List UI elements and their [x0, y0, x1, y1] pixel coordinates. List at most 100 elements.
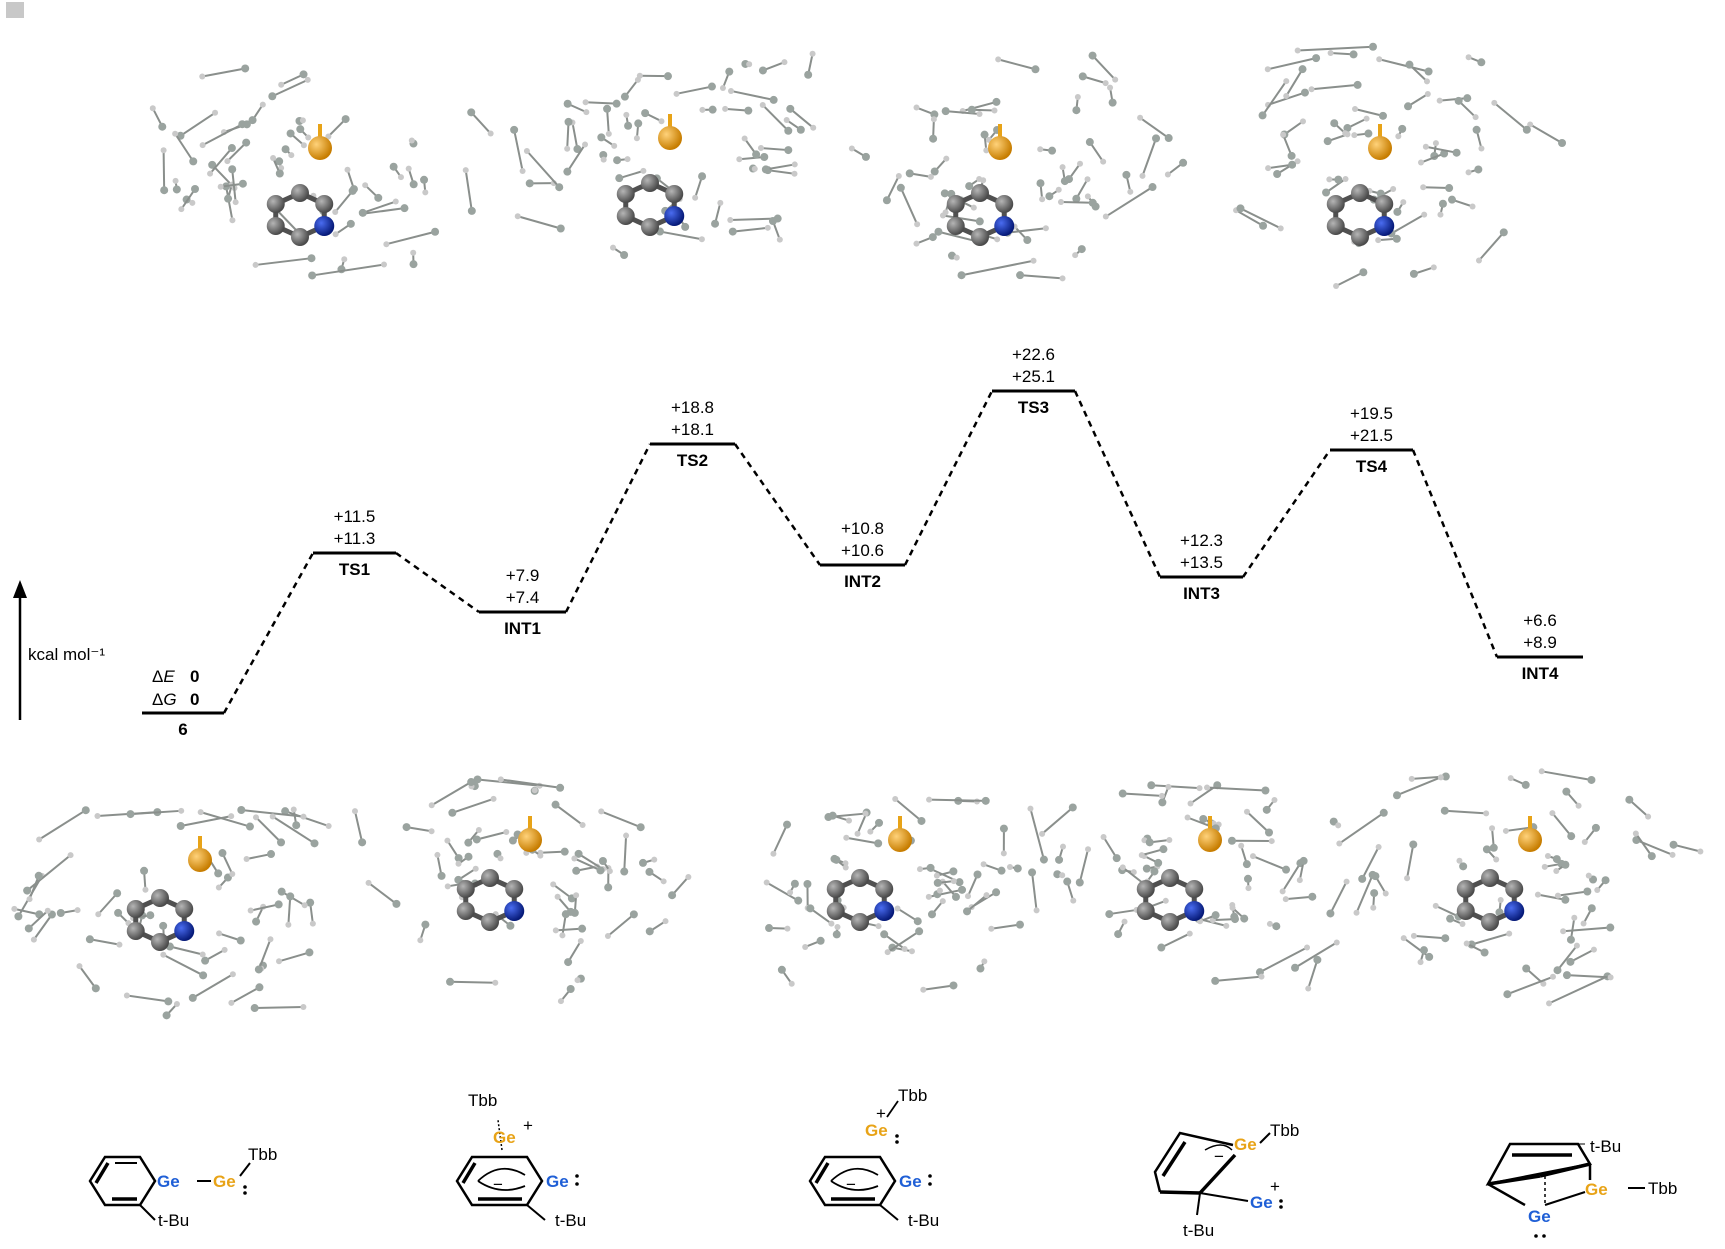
atom-carbon	[1262, 805, 1271, 814]
atom-hydrogen	[1158, 792, 1165, 799]
atom-hydrogen	[216, 930, 223, 937]
atom-hydrogen	[1469, 203, 1476, 210]
atom-carbon	[641, 174, 659, 192]
bond	[1261, 80, 1288, 116]
bond	[255, 257, 312, 266]
atom-carbon	[597, 133, 606, 142]
atom-carbon	[307, 254, 316, 263]
atom-hydrogen	[1465, 169, 1472, 176]
atom-hydrogen	[217, 183, 224, 190]
bond	[1102, 836, 1118, 859]
atom-carbon	[151, 933, 169, 951]
bond	[1246, 811, 1270, 834]
atom-hydrogen	[781, 59, 788, 66]
atom-carbon	[308, 271, 317, 280]
atom-hydrogen	[30, 936, 37, 943]
bond	[618, 169, 644, 180]
atom-hydrogen	[1336, 840, 1343, 847]
atom-hydrogen	[892, 795, 899, 802]
atom-carbon	[949, 981, 958, 990]
atom-carbon	[556, 783, 565, 792]
atom-hydrogen	[428, 802, 435, 809]
bond	[327, 118, 347, 138]
bond	[1635, 832, 1653, 857]
atom-hydrogen	[74, 907, 81, 914]
atom-hydrogen	[95, 911, 102, 918]
molecule-structure	[1039, 781, 1350, 992]
atom-carbon	[1606, 923, 1615, 932]
ge-label: Ge	[899, 1172, 922, 1191]
atom-carbon	[564, 958, 573, 967]
atom-hydrogen	[1279, 888, 1286, 895]
atom-hydrogen	[1102, 80, 1109, 87]
atom-hydrogen	[1059, 275, 1066, 282]
atom-hydrogen	[895, 172, 902, 179]
atom-hydrogen	[1581, 839, 1588, 846]
atom-germanium	[308, 136, 332, 160]
atom-carbon	[1409, 269, 1418, 278]
atom-carbon	[126, 922, 145, 940]
atom-hydrogen	[964, 893, 971, 900]
atom-hydrogen	[285, 921, 292, 928]
atom-carbon	[250, 1004, 259, 1013]
atom-hydrogen	[1370, 904, 1377, 911]
atom-hydrogen	[301, 902, 308, 909]
atom-hydrogen	[1033, 907, 1040, 914]
bond	[28, 910, 49, 930]
atom-carbon	[1013, 864, 1022, 873]
atom-hydrogen	[247, 907, 254, 914]
atom-carbon	[277, 838, 286, 847]
atom-hydrogen	[1507, 775, 1514, 782]
atom-carbon	[1028, 868, 1037, 877]
atom-carbon	[963, 907, 972, 916]
species-label-INT4: INT4	[1522, 664, 1559, 683]
atom-hydrogen	[552, 927, 559, 934]
atom-hydrogen	[1042, 225, 1049, 232]
atom-hydrogen	[557, 998, 564, 1005]
atom-hydrogen	[699, 106, 706, 113]
atom-carbon	[1481, 869, 1499, 887]
atom-carbon	[934, 227, 943, 236]
tbb-label: Tbb	[248, 1145, 277, 1164]
atom-carbon	[971, 184, 989, 202]
bond	[555, 927, 583, 932]
atom-hydrogen	[351, 808, 358, 815]
bond	[452, 797, 494, 814]
pathway-connector	[564, 443, 652, 613]
bond	[540, 850, 565, 854]
atom-carbon	[1075, 878, 1084, 887]
atom-carbon	[874, 839, 883, 848]
atom-nitrogen	[994, 216, 1015, 236]
atom-carbon	[612, 99, 621, 108]
atom-hydrogen	[1475, 257, 1482, 264]
atom-hydrogen	[1277, 225, 1284, 232]
atom-carbon	[1323, 137, 1332, 146]
bond	[607, 913, 635, 937]
atom-hydrogen	[1037, 146, 1044, 153]
atom-hydrogen	[1544, 853, 1551, 860]
atom-hydrogen	[757, 144, 764, 151]
atom-hydrogen	[1436, 97, 1443, 104]
atom-hydrogen	[920, 986, 927, 993]
molecule-structure	[351, 775, 692, 1005]
atom-hydrogen	[229, 871, 236, 878]
atom-carbon	[1378, 111, 1387, 120]
atom-hydrogen	[764, 224, 771, 231]
atom-hydrogen	[160, 951, 167, 958]
atom-hydrogen	[497, 776, 504, 783]
bond	[1529, 123, 1563, 144]
atom-hydrogen	[717, 199, 724, 206]
atom-hydrogen	[1304, 944, 1311, 951]
atom-hydrogen	[1249, 853, 1256, 860]
atom-carbon	[574, 849, 583, 858]
atom-hydrogen	[791, 161, 798, 168]
atom-hydrogen	[1472, 114, 1479, 121]
atom-carbon	[56, 909, 65, 918]
bond	[1139, 116, 1170, 139]
bond	[894, 798, 923, 822]
atom-hydrogen	[1335, 822, 1342, 829]
atom-hydrogen	[1456, 857, 1463, 864]
atom-hydrogen	[913, 104, 920, 111]
atom-hydrogen	[783, 117, 790, 124]
atom-hydrogen	[290, 806, 297, 813]
